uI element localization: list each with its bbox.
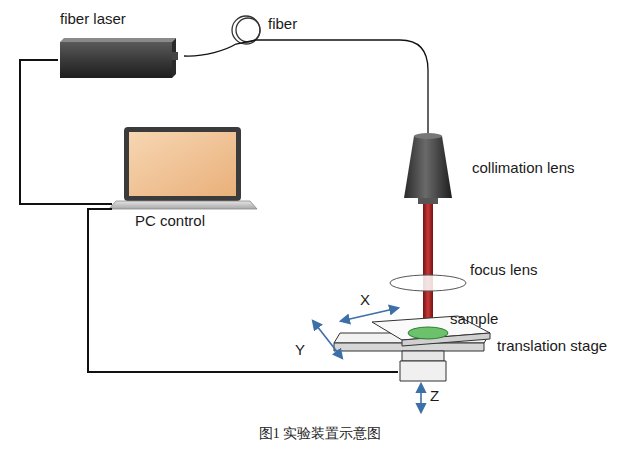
- part-label: fiber: [268, 16, 297, 33]
- sample-unit: sample: [405, 308, 509, 342]
- node-label: fiber laser: [60, 11, 126, 28]
- node-label: PC control: [135, 213, 205, 230]
- lens-unit: collimation lens: [403, 133, 608, 213]
- connector: [20, 60, 112, 204]
- node-label: translation stage: [497, 338, 607, 355]
- node-label: collimation lens: [472, 160, 575, 177]
- axis-label: Z: [430, 388, 439, 405]
- laptop: [109, 127, 257, 209]
- axis-arrows: [313, 308, 421, 412]
- lens-unit: focus lens: [388, 260, 563, 292]
- caption: 图1 实验装置示意图: [0, 425, 640, 443]
- collimator: [404, 133, 452, 204]
- node-label: sample: [450, 311, 498, 328]
- connector: [184, 40, 428, 133]
- axis-label: X: [360, 292, 370, 309]
- sample-disk: [408, 327, 448, 339]
- axis-label: Y: [295, 342, 305, 359]
- connector: [88, 209, 398, 372]
- focus-lens: [390, 275, 466, 291]
- stage-unit: translation stage: [398, 336, 634, 386]
- pc-unit: PC control: [112, 122, 258, 238]
- laser-body: [60, 38, 178, 78]
- laser-beam: [423, 204, 433, 330]
- laser-unit: fiber laser: [58, 8, 184, 82]
- node-label: focus lens: [470, 262, 538, 279]
